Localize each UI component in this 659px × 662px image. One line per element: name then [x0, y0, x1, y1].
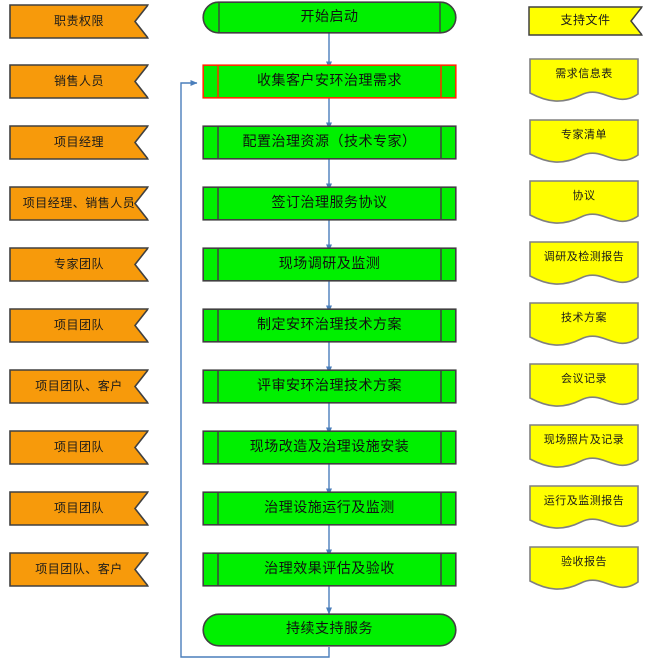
- document-item-7[interactable]: 现场照片及记录: [529, 424, 639, 470]
- document-shape: [529, 241, 639, 285]
- document-item-3[interactable]: 协议: [529, 180, 639, 226]
- document-item-9[interactable]: 验收报告: [529, 546, 639, 592]
- predefined-process-shape: [202, 369, 457, 404]
- process-step-5[interactable]: 制定安环治理技术方案: [202, 308, 457, 343]
- end-terminator[interactable]: 持续支持服务: [202, 613, 457, 647]
- responsibility-item-2[interactable]: 项目经理: [9, 125, 149, 160]
- predefined-process-shape: [202, 125, 457, 160]
- document-item-6[interactable]: 会议记录: [529, 363, 639, 409]
- process-step-9[interactable]: 治理效果评估及验收: [202, 552, 457, 587]
- document-item-1[interactable]: 需求信息表: [529, 58, 639, 104]
- document-shape: [529, 58, 639, 102]
- predefined-process-shape: [202, 491, 457, 526]
- predefined-process-shape: [202, 247, 457, 282]
- document-item-4[interactable]: 调研及检测报告: [529, 241, 639, 287]
- pennant-shape: [9, 247, 149, 282]
- document-item-2[interactable]: 专家清单: [529, 119, 639, 165]
- terminator-shape: [202, 1, 457, 34]
- document-shape: [529, 119, 639, 163]
- document-shape: [529, 485, 639, 529]
- start-terminator[interactable]: 开始启动: [202, 1, 457, 34]
- pennant-shape: [528, 6, 654, 36]
- process-step-1[interactable]: 收集客户安环治理需求: [202, 64, 457, 99]
- predefined-process-shape: [202, 64, 457, 99]
- pennant-shape: [9, 369, 149, 404]
- process-step-6[interactable]: 评审安环治理技术方案: [202, 369, 457, 404]
- responsibility-item-1[interactable]: 销售人员: [9, 64, 149, 99]
- terminator-shape: [202, 613, 457, 647]
- pennant-shape: [9, 491, 149, 526]
- process-step-2[interactable]: 配置治理资源（技术专家）: [202, 125, 457, 160]
- document-shape: [529, 180, 639, 224]
- document-header: 支持文件: [528, 6, 654, 36]
- document-item-8[interactable]: 运行及监测报告: [529, 485, 639, 531]
- responsibility-item-6[interactable]: 项目团队、客户: [9, 369, 149, 404]
- pennant-shape: [9, 64, 149, 99]
- document-item-5[interactable]: 技术方案: [529, 302, 639, 348]
- process-step-8[interactable]: 治理设施运行及监测: [202, 491, 457, 526]
- responsibility-item-4[interactable]: 专家团队: [9, 247, 149, 282]
- process-step-4[interactable]: 现场调研及监测: [202, 247, 457, 282]
- predefined-process-shape: [202, 308, 457, 343]
- predefined-process-shape: [202, 552, 457, 587]
- responsibility-item-8[interactable]: 项目团队: [9, 491, 149, 526]
- process-step-3[interactable]: 签订治理服务协议: [202, 186, 457, 221]
- pennant-shape: [9, 552, 149, 587]
- document-shape: [529, 546, 639, 590]
- responsibility-item-7[interactable]: 项目团队: [9, 430, 149, 465]
- responsibility-item-9[interactable]: 项目团队、客户: [9, 552, 149, 587]
- responsibility-item-3[interactable]: 项目经理、销售人员: [9, 186, 149, 221]
- document-shape: [529, 363, 639, 407]
- predefined-process-shape: [202, 430, 457, 465]
- document-shape: [529, 302, 639, 346]
- pennant-shape: [9, 308, 149, 343]
- pennant-shape: [9, 4, 149, 39]
- responsibility-item-5[interactable]: 项目团队: [9, 308, 149, 343]
- responsibility-header: 职责权限: [9, 4, 149, 39]
- process-step-7[interactable]: 现场改造及治理设施安装: [202, 430, 457, 465]
- pennant-shape: [9, 125, 149, 160]
- document-shape: [529, 424, 639, 468]
- pennant-shape: [9, 430, 149, 465]
- predefined-process-shape: [202, 186, 457, 221]
- pennant-shape: [9, 186, 149, 221]
